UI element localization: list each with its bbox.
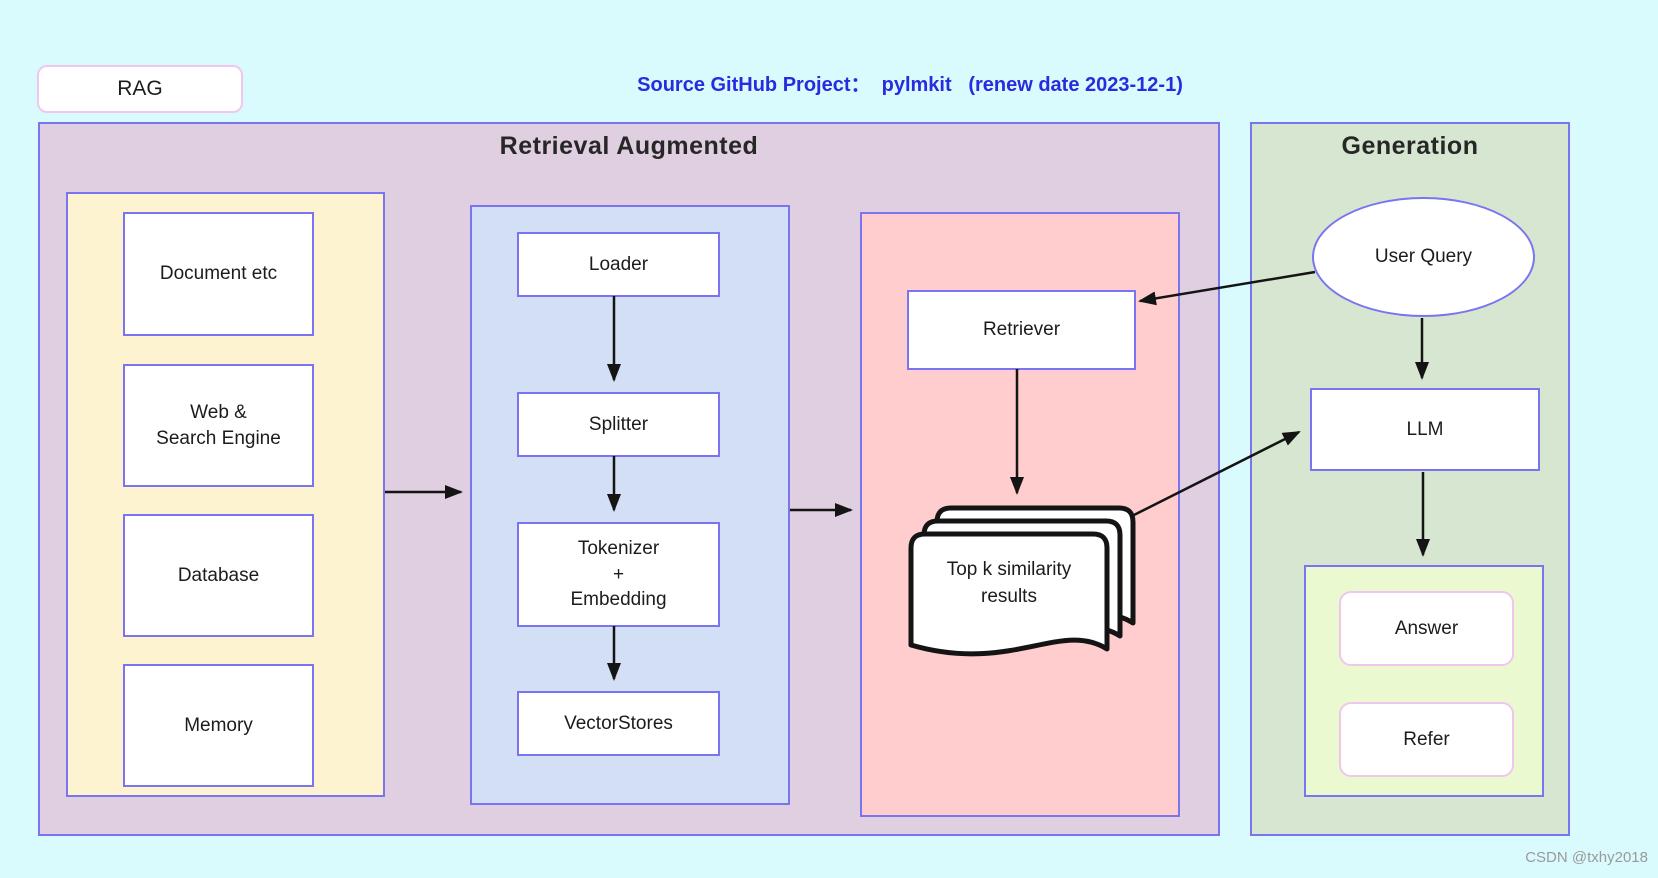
node-refer: Refer bbox=[1339, 702, 1514, 777]
node-web-search-engine: Web & Search Engine bbox=[123, 364, 314, 487]
node-database-label: Database bbox=[177, 564, 260, 586]
rag-tag-label: RAG bbox=[117, 77, 163, 100]
generation-panel: Generation User Query LLM Answer Refer bbox=[1250, 122, 1570, 836]
node-user-query: User Query bbox=[1312, 197, 1535, 317]
node-splitter-label: Splitter bbox=[588, 413, 649, 435]
document-stack-icon bbox=[908, 505, 1136, 657]
output-panel: Answer Refer bbox=[1304, 565, 1544, 797]
rag-tag: RAG bbox=[37, 65, 243, 113]
node-document-etc: Document etc bbox=[123, 212, 314, 336]
node-llm: LLM bbox=[1310, 388, 1540, 471]
data-sources-panel: Document etc Web & Search Engine Databas… bbox=[66, 192, 385, 797]
node-database: Database bbox=[123, 514, 314, 637]
node-loader: Loader bbox=[517, 232, 720, 297]
node-answer-label: Answer bbox=[1394, 617, 1459, 639]
node-memory: Memory bbox=[123, 664, 314, 787]
processing-panel: Loader Splitter Tokenizer + Embedding Ve… bbox=[470, 205, 790, 805]
node-topk-results-label: Top k similarity results bbox=[946, 559, 1072, 607]
node-vectorstores: VectorStores bbox=[517, 691, 720, 756]
node-retriever-label: Retriever bbox=[982, 319, 1061, 341]
node-web-search-engine-label: Web & Search Engine bbox=[156, 401, 281, 449]
retrieval-panel-title: Retrieval Augmented bbox=[499, 132, 759, 160]
node-tokenizer-embedding-label: Tokenizer + Embedding bbox=[570, 538, 667, 611]
node-refer-label: Refer bbox=[1403, 728, 1450, 750]
node-llm-label: LLM bbox=[1406, 418, 1444, 440]
retrieval-store-panel: Retriever Top k similarity results bbox=[860, 212, 1180, 817]
node-user-query-label: User Query bbox=[1374, 246, 1473, 267]
node-memory-label: Memory bbox=[184, 714, 253, 736]
generation-panel-title: Generation bbox=[1341, 132, 1479, 160]
node-document-etc-label: Document etc bbox=[159, 263, 278, 285]
node-tokenizer-embedding: Tokenizer + Embedding bbox=[517, 522, 720, 627]
node-splitter: Splitter bbox=[517, 392, 720, 457]
node-vectorstores-label: VectorStores bbox=[564, 712, 673, 734]
source-note: Source GitHub Project： pylmkit (renew da… bbox=[637, 74, 1183, 96]
node-loader-label: Loader bbox=[588, 253, 649, 275]
node-answer: Answer bbox=[1339, 591, 1514, 666]
node-retriever: Retriever bbox=[907, 290, 1136, 370]
watermark: CSDN @txhy2018 bbox=[1525, 849, 1648, 866]
retrieval-augmented-panel: Retrieval Augmented Document etc Web & S… bbox=[38, 122, 1220, 836]
